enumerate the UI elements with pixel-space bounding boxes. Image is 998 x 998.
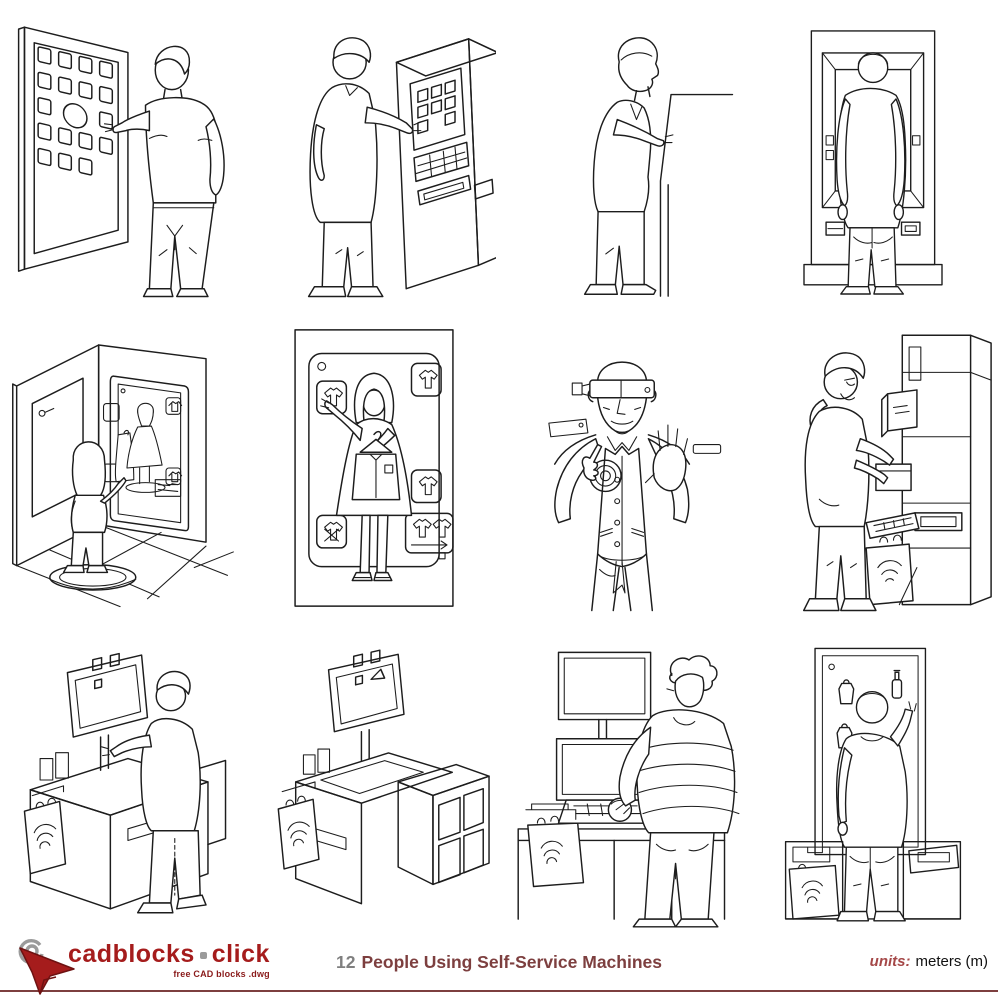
tall-kiosk-drawing	[785, 647, 962, 922]
self-checkout-iso-drawing	[23, 652, 227, 914]
logo-tagline: free CAD blocks .dwg	[173, 969, 270, 979]
figure-man-self-checkout-isometric	[0, 624, 250, 936]
parcel-locker-drawing	[803, 334, 993, 612]
units-value: meters (m)	[915, 953, 989, 970]
units-label: units:	[869, 953, 911, 970]
self-checkout-machine-drawing	[277, 649, 491, 905]
figure-man-scanning-self-checkout	[499, 624, 749, 936]
figure-man-parcel-locker	[749, 312, 998, 624]
figure-man-tall-kiosk-back	[749, 624, 998, 936]
logo-text-block: cadblocks click free CAD blocks .dwg	[68, 936, 270, 980]
figure-man-using-wall-touchscreen	[0, 0, 250, 312]
scanning-self-checkout-drawing	[517, 651, 740, 928]
logo-mark	[18, 938, 75, 995]
sheet-title-text: People Using Self-Service Machines	[361, 952, 662, 972]
figure-man-ar-smart-glasses	[499, 312, 749, 624]
sheet-title-count: 12	[336, 952, 356, 972]
figure-man-at-wall-atm-back	[749, 0, 998, 312]
figure-woman-virtual-wardrobe	[250, 312, 500, 624]
virtual-wardrobe-drawing	[294, 329, 454, 607]
figure-self-checkout-machine	[250, 624, 500, 936]
footer-divider-line	[0, 990, 998, 992]
figure-businessman-at-terminal-side	[499, 0, 749, 312]
man-using-wall-touchscreen-drawing	[17, 26, 225, 298]
ar-glasses-drawing	[548, 361, 721, 612]
figure-man-using-atm	[250, 0, 500, 312]
man-using-atm-drawing	[308, 37, 497, 298]
logo-dot-icon	[199, 951, 207, 959]
logo-arrow-icon	[19, 947, 75, 995]
man-at-wall-atm-drawing	[803, 30, 943, 295]
units-note: units:meters (m)	[870, 953, 988, 970]
businessman-at-terminal-drawing	[583, 37, 733, 297]
virtual-fitting-room-drawing	[11, 344, 234, 608]
logo-brand-secondary: click	[211, 940, 270, 968]
figures-grid	[0, 0, 998, 936]
logo-brand-primary: cadblocks	[68, 940, 195, 968]
figure-woman-virtual-fitting-room	[0, 312, 250, 624]
cadblocks-logo[interactable]: cadblocks click free CAD blocks .dwg	[10, 936, 270, 996]
